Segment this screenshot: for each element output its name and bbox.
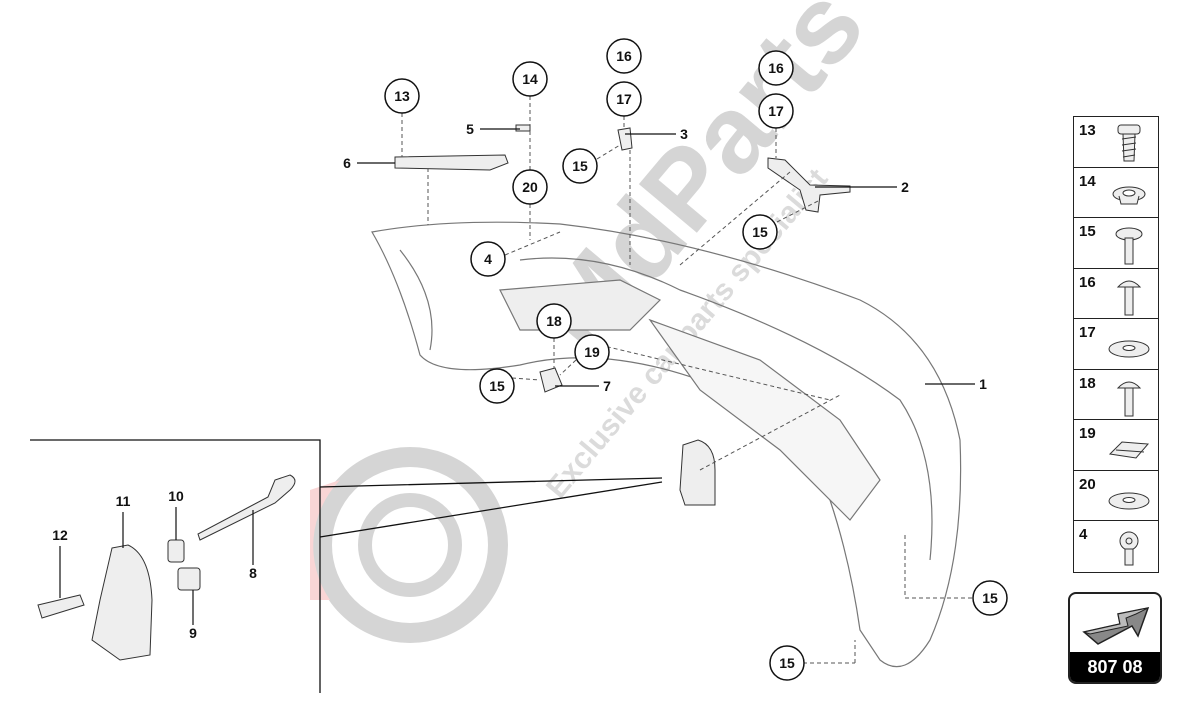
callout-number: 16: [616, 48, 632, 64]
callout-number: 17: [616, 91, 632, 107]
callout-circle: 16: [606, 38, 642, 74]
part-label: 5: [466, 121, 474, 137]
callout-circle: 15: [479, 368, 515, 404]
part-label: 6: [343, 155, 351, 171]
callout-number: 14: [522, 71, 538, 87]
callout-number: 15: [572, 158, 588, 174]
leader-line: [504, 231, 561, 256]
callout-circle: 17: [758, 93, 794, 129]
leader-line: [511, 377, 541, 381]
part-label: 12: [52, 527, 68, 543]
flange-nut-icon: [1112, 186, 1146, 204]
callout-circle: 19: [574, 334, 610, 370]
legend-item[interactable]: 20: [1074, 471, 1158, 521]
part-label: 11: [116, 493, 131, 509]
callout-number: 20: [522, 179, 538, 195]
reference-button[interactable]: 807 08: [1068, 592, 1162, 684]
callout-number: 13: [394, 88, 410, 104]
callout-number: 15: [779, 655, 795, 671]
callout-number: 15: [752, 224, 768, 240]
legend-item[interactable]: 18: [1074, 370, 1158, 420]
callout-circle: 15: [742, 214, 778, 250]
clip-nut-icon: [1108, 441, 1150, 459]
legend-item[interactable]: 19: [1074, 420, 1158, 471]
legend-number: 16: [1079, 273, 1096, 291]
callout-number: 18: [546, 313, 562, 329]
self-tapping-screw-icon: [1117, 124, 1141, 162]
fastener-legend: 13 14 15 16 17 18 19 20 4: [1073, 116, 1159, 573]
callout-circle: 18: [536, 303, 572, 339]
part-label: 10: [168, 488, 184, 504]
leader-line: [679, 171, 791, 266]
legend-number: 18: [1079, 374, 1096, 392]
legend-number: 15: [1079, 223, 1096, 240]
washer-icon: [1108, 492, 1150, 509]
callout-number: 17: [768, 103, 784, 119]
callout-circle: 14: [512, 61, 548, 97]
callout-circle: 20: [512, 169, 548, 205]
arrow-icon: [1082, 607, 1150, 645]
inset-frame: [30, 439, 663, 693]
leader-line: [776, 199, 821, 223]
callout-circle: 17: [606, 81, 642, 117]
legend-item[interactable]: 16: [1074, 269, 1158, 319]
legend-number: 20: [1079, 475, 1096, 493]
callout-circle: 15: [562, 148, 598, 184]
flange-bolt-icon: [1115, 227, 1143, 265]
legend-number: 17: [1079, 324, 1096, 341]
part-label: 9: [189, 625, 197, 641]
legend-number: 19: [1079, 425, 1096, 442]
bolt-icon: [1116, 381, 1142, 416]
callout-circle: 15: [769, 645, 805, 681]
callout-number: 15: [982, 590, 998, 606]
part-label: 8: [249, 565, 257, 581]
leader-line: [559, 359, 577, 376]
callout-circle: 16: [758, 50, 794, 86]
part-label: 3: [680, 126, 688, 142]
legend-number: 14: [1079, 172, 1096, 190]
legend-item[interactable]: 13: [1074, 117, 1158, 168]
washer-icon: [1108, 340, 1150, 358]
leader-line: [596, 144, 621, 160]
legend-item[interactable]: 14: [1074, 168, 1158, 218]
part-label: 1: [979, 376, 987, 392]
callout-number: 16: [768, 60, 784, 76]
part-shapes: [37, 124, 851, 661]
part-label: 2: [901, 179, 909, 195]
callout-circle: 4: [470, 241, 506, 277]
bolt-icon: [1116, 280, 1142, 315]
torx-screw-icon: [1119, 531, 1139, 566]
legend-number: 13: [1079, 122, 1096, 139]
callout-number: 19: [584, 344, 600, 360]
leader-line: [699, 394, 841, 471]
part-label: 7: [603, 378, 611, 394]
legend-item[interactable]: 15: [1074, 218, 1158, 269]
leader-line: [599, 344, 831, 401]
callout-circle: 13: [384, 78, 420, 114]
reference-code: 807 08: [1070, 652, 1160, 682]
legend-item[interactable]: 17: [1074, 319, 1158, 370]
callout-number: 15: [489, 378, 505, 394]
legend-item[interactable]: 4: [1074, 521, 1158, 572]
callout-number: 4: [484, 251, 492, 267]
legend-number: 4: [1079, 526, 1088, 543]
callout-circle: 15: [972, 580, 1008, 616]
